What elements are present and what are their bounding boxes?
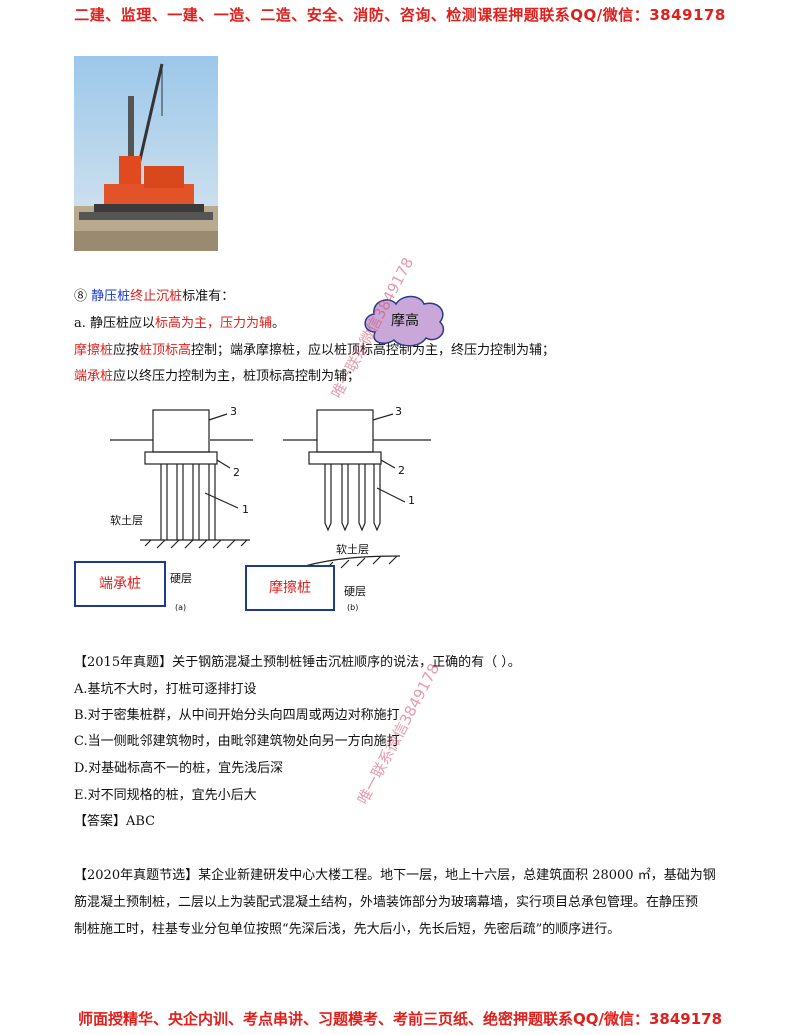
line-friction: 摩擦桩应按桩顶标高控制；端承摩擦桩，应以桩顶标高控制为主，终压力控制为辅；	[74, 341, 555, 361]
page-header: 二建、监理、一建、一造、二造、安全、消防、咨询、检测课程押题联系QQ/微信：38…	[74, 6, 726, 24]
case-line-3: 制桩施工时，柱基专业分包单位按照“先深后浅，先大后小，先长后短，先密后疏”的顺序…	[74, 922, 621, 937]
circle-number: ⑧	[74, 289, 88, 304]
option-e: E.对不同规格的桩，宜先小后大	[74, 788, 257, 803]
line-a-suffix: 。	[272, 316, 286, 331]
pile-driver-photo	[74, 56, 218, 251]
pile-top-elevation-term: 桩顶标高	[139, 343, 192, 358]
friction-text-1: 应按	[113, 343, 140, 358]
question-tag: 【2015年真题】	[74, 655, 173, 670]
line-a: a. 静压桩应以标高为主，压力为辅。	[74, 314, 285, 334]
case-line-2: 筋混凝土预制桩，二层以上为装配式混凝土结构，外墙装饰部分为玻璃幕墙，实行项目总承…	[74, 895, 699, 910]
line-a-prefix: a. 静压桩应以	[74, 316, 156, 331]
label-2-a: 2	[233, 466, 240, 479]
cloud-bubble	[364, 295, 445, 347]
end-bearing-pile-term: 端承桩	[74, 369, 114, 384]
hard-layer-a: 硬层	[170, 572, 192, 585]
case-text-1: 某企业新建研发中心大楼工程。地下一层，地上十六层，总建筑面积 28000 ㎡，基…	[198, 868, 716, 883]
friction-pile-term: 摩擦桩	[74, 343, 114, 358]
title-static-pile: 静压桩	[91, 289, 131, 304]
title-stop-sinking: 终止沉桩	[130, 289, 183, 304]
label-3-a: 3	[230, 405, 237, 418]
hard-layer-b: 硬层	[344, 585, 366, 598]
page-footer: 师面授精华、央企内训、考点串讲、习题模考、考前三页纸、绝密押题联系QQ/微信：3…	[77, 1010, 723, 1028]
option-d: D.对基础标高不一的桩，宜先浅后深	[74, 761, 284, 776]
label-3-b: 3	[395, 405, 402, 418]
label-1-a: 1	[242, 503, 249, 516]
soft-layer-b: 软土层	[336, 543, 369, 556]
case-line-1: 【2020年真题节选】某企业新建研发中心大楼工程。地下一层，地上十六层，总建筑面…	[74, 866, 716, 886]
soft-layer-a: 软土层	[110, 514, 143, 527]
option-c: C.当一侧毗邻建筑物时，由毗邻建筑物处向另一方向施打	[74, 734, 400, 749]
question-text: 关于钢筋混凝土预制桩锤击沉桩顺序的说法，正确的有（ ）。	[172, 655, 521, 670]
end-bearing-text: 应以终压力控制为主，桩顶标高控制为辅；	[113, 369, 361, 384]
caption-a: (a)	[175, 603, 187, 612]
option-b: B.对于密集桩群，从中间开始分头向四周或两边对称施打	[74, 708, 400, 723]
friction-text-2: 控制；端承摩擦桩，应以桩顶标高控制为主，终压力控制为辅；	[191, 343, 556, 358]
cloud-text: 摩高	[391, 313, 419, 329]
friction-pile-box: 摩擦桩	[245, 565, 335, 611]
answer: 【答案】ABC	[74, 814, 156, 829]
end-bearing-pile-box: 端承桩	[74, 561, 166, 607]
section-title: ⑧ 静压桩终止沉桩标准有：	[74, 287, 234, 307]
caption-b: (b)	[347, 603, 359, 612]
option-a: A.基坑不大时，打桩可逐排打设	[74, 682, 257, 697]
line-a-highlight: 标高为主，压力为辅	[155, 316, 273, 331]
case-tag: 【2020年真题节选】	[74, 868, 199, 883]
label-1-b: 1	[408, 494, 415, 507]
line-endbearing: 端承桩应以终压力控制为主，桩顶标高控制为辅；	[74, 367, 360, 387]
question-stem: 【2015年真题】关于钢筋混凝土预制桩锤击沉桩顺序的说法，正确的有（ ）。	[74, 653, 521, 673]
title-standard: 标准有：	[182, 289, 235, 304]
label-2-b: 2	[398, 464, 405, 477]
